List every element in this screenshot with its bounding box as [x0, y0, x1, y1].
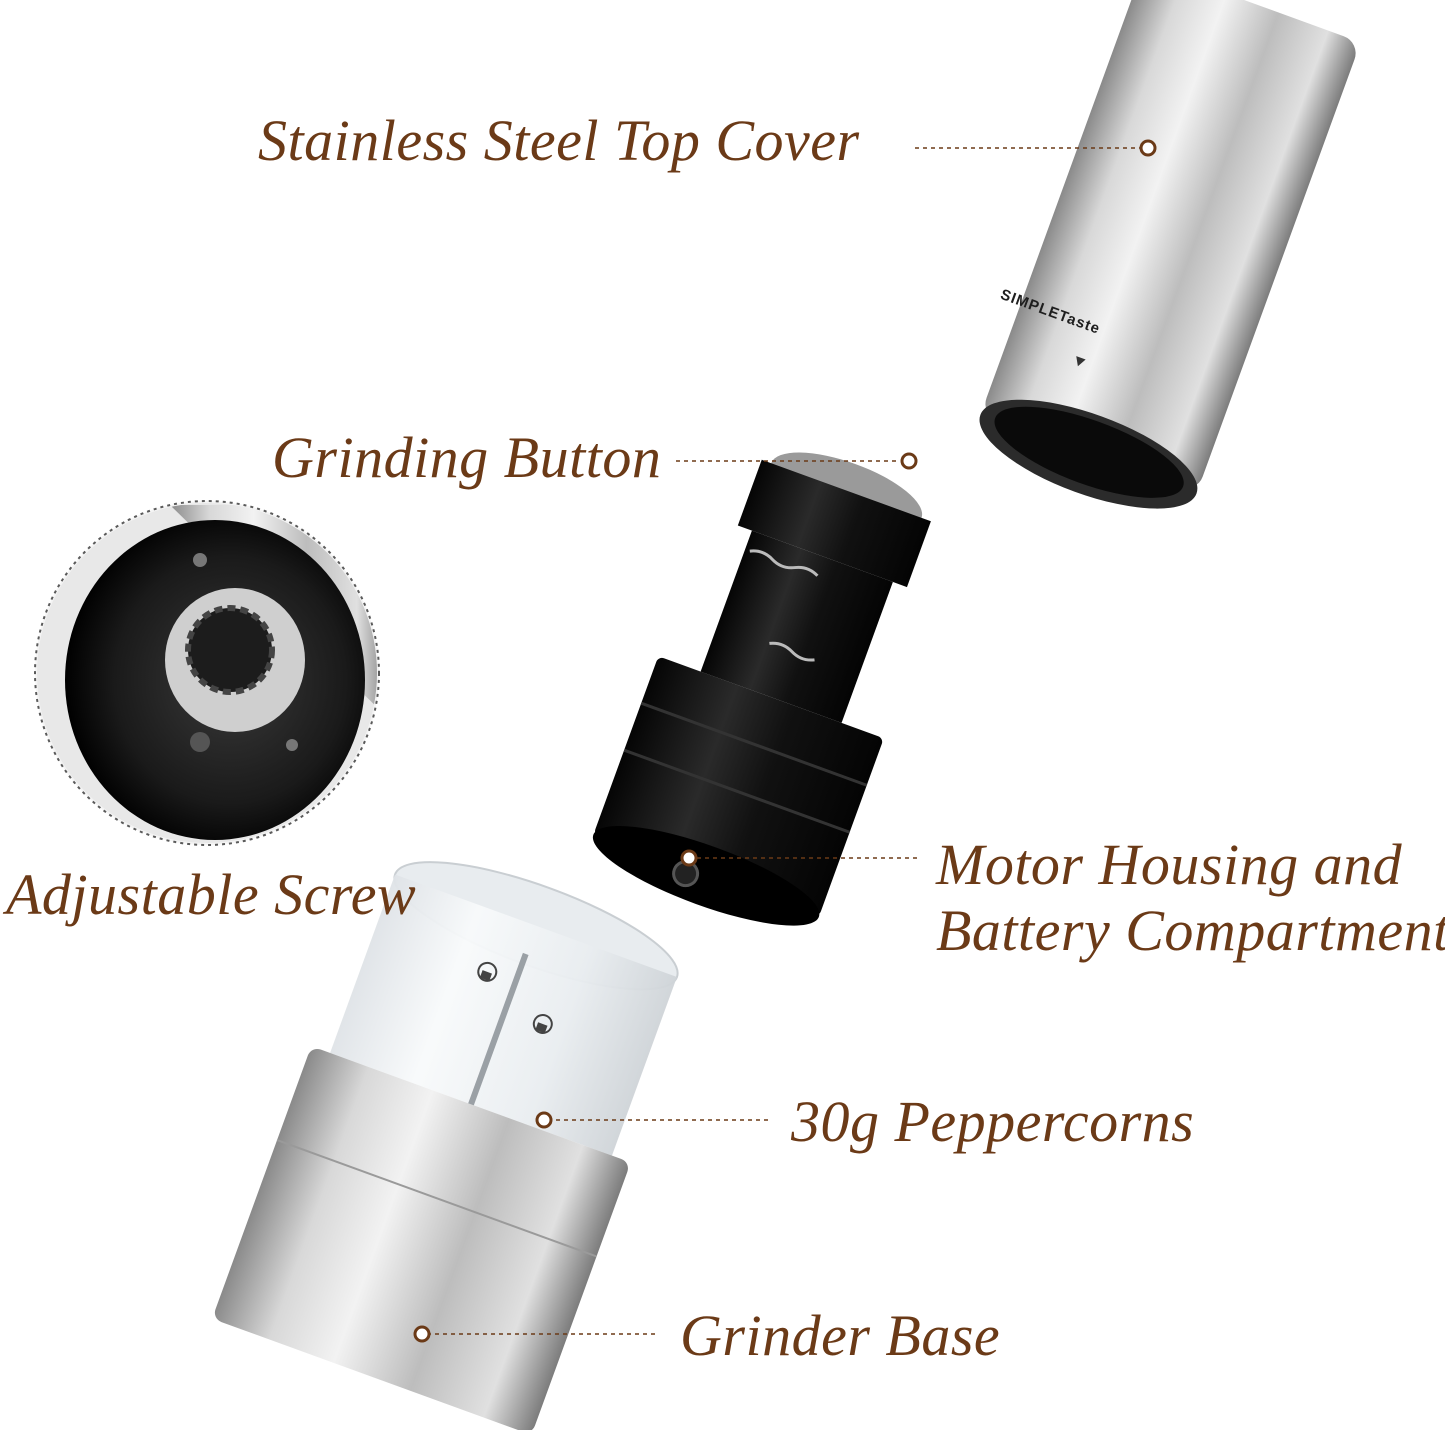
motor-housing	[592, 452, 931, 926]
grinder-base-steel	[214, 1048, 628, 1433]
screw-head-top	[193, 553, 207, 567]
dot-marker	[1139, 139, 1157, 157]
callouts	[427, 147, 1140, 1335]
label-motor-housing-line1: Motor Housing and	[936, 832, 1403, 897]
label-adjustable-screw: Adjustable Screw	[6, 862, 417, 927]
adjustment-knob	[185, 605, 275, 695]
grinder-body	[214, 861, 679, 1433]
label-peppercorns: 30g Peppercorns	[791, 1089, 1195, 1154]
battery-compartment	[700, 530, 893, 723]
label-grinding-button: Grinding Button	[272, 425, 662, 490]
label-motor-housing-line2: Battery Compartment	[936, 898, 1445, 963]
triangle-down-icon	[1076, 356, 1086, 367]
dot-marker	[900, 452, 918, 470]
dot-marker	[680, 849, 698, 867]
dot-marker	[535, 1111, 553, 1129]
top-cover	[979, 0, 1356, 509]
dot-marker	[413, 1325, 431, 1343]
spring-icon	[749, 549, 819, 577]
lock-icon	[477, 961, 498, 982]
callout-dots	[413, 139, 1157, 1343]
label-top-cover: Stainless Steel Top Cover	[258, 108, 860, 173]
adjustable-screw-inset	[34, 500, 380, 846]
unlock-icon	[532, 1013, 553, 1034]
label-grinder-base: Grinder Base	[680, 1303, 1001, 1368]
screw-head-bottom	[190, 732, 210, 752]
